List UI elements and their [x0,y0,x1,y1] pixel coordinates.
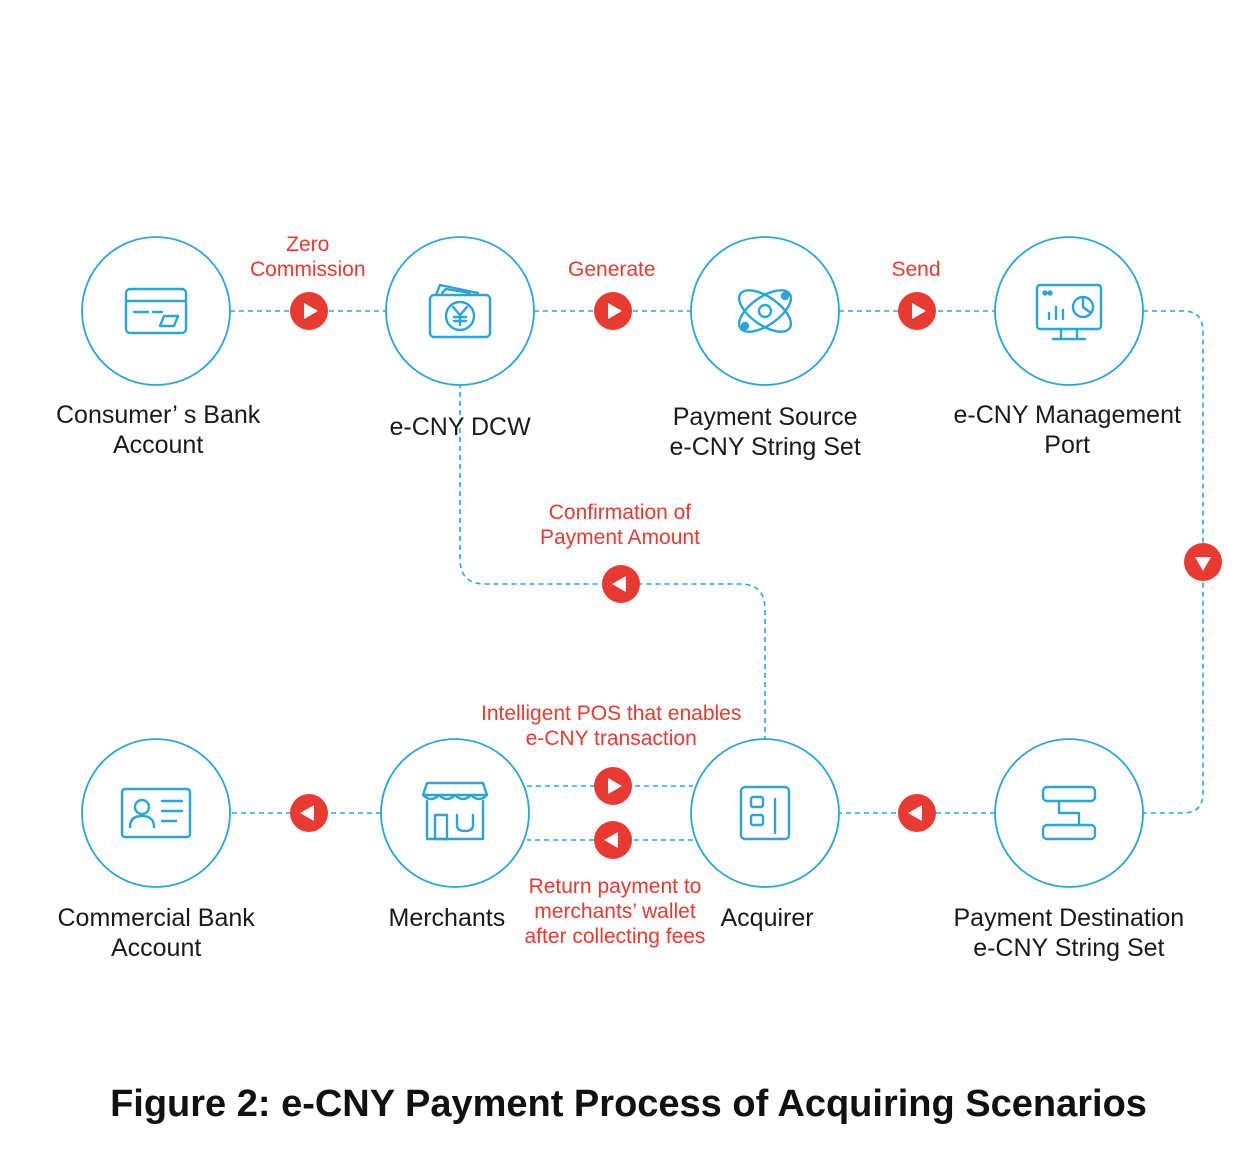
connector-management-to-destination [1143,310,1204,814]
edge-label-generate-line-1: Generate [568,258,656,281]
node-label-ecny-management-port-line-1: e-CNY Management [953,401,1181,429]
node-label-commercial-bank-account-line-1: Commercial Bank [57,904,255,932]
flow-block-icon [1041,785,1097,841]
node-label-payment-source-string-set-line-1: Payment Source [672,403,858,431]
figure-caption: Figure 2: e-CNY Payment Process of Acqui… [110,1083,1147,1125]
edge-label-send: Send [892,257,941,282]
arrow-right-icon [594,292,632,330]
edge-label-zero-commission-line-1: Zero [286,233,330,256]
arrow-down-icon [1184,543,1222,581]
node-label-consumer-bank-account-line-1: Consumer’ s Bank [56,401,261,429]
node-label-merchants: Merchants [389,903,506,933]
node-label-ecny-dcw: e-CNY DCW [390,412,531,442]
arrow-right-icon [898,292,936,330]
edge-label-return-payment-line-1: Return payment to [528,875,702,898]
node-label-ecny-dcw-line-1: e-CNY DCW [389,413,531,441]
node-label-acquirer: Acquirer [721,903,814,933]
node-ecny-dcw [385,236,535,386]
edge-label-return-payment-line-2: merchants’ wallet [534,900,696,923]
building-icon [739,785,791,841]
edge-label-generate: Generate [568,257,656,282]
arrows-layer [290,292,1222,859]
node-payment-source-string-set [690,236,840,386]
bank-card-icon [124,287,188,335]
edge-label-zero-commission-line-2: Commission [250,258,366,281]
arrow-left-icon [898,794,936,832]
arrow-right-icon [594,767,632,805]
node-label-commercial-bank-account-line-2: Account [110,934,202,962]
node-acquirer [690,738,840,888]
node-label-merchants-line-1: Merchants [388,904,506,932]
node-commercial-bank-account [81,738,231,888]
orbit-icon [737,289,793,333]
node-label-payment-source-string-set-line-2: e-CNY String Set [669,433,861,461]
node-label-payment-destination-string-set-line-1: Payment Destination [953,904,1185,932]
node-merchants [380,738,530,888]
node-label-acquirer-line-1: Acquirer [720,904,814,932]
node-payment-destination-string-set [994,738,1144,888]
edge-label-send-line-1: Send [891,258,941,281]
arrow-right-icon [290,292,328,330]
node-label-payment-destination-string-set-line-2: e-CNY String Set [973,934,1165,962]
storefront-icon [421,781,489,841]
edge-label-intelligent-pos-line-1: Intelligent POS that enables [481,702,742,725]
arrow-left-icon [602,565,640,603]
node-ecny-management-port [994,236,1144,386]
id-card-icon [120,787,192,839]
arrow-left-icon [290,794,328,832]
monitor-chart-icon [1035,283,1103,341]
edge-label-confirmation-line-1: Confirmation of [548,501,692,524]
edge-label-intelligent-pos-line-2: e-CNY transaction [525,727,697,750]
edge-label-return-payment-line-3: after collecting fees [524,925,706,948]
arrow-left-icon [594,821,632,859]
node-label-ecny-management-port-line-2: Port [1044,431,1091,459]
node-label-consumer-bank-account-line-2: Account [112,431,204,459]
edge-label-confirmation-line-2: Payment Amount [540,526,700,549]
nodes-layer [81,236,1144,888]
yuan-wallet-icon [428,283,492,339]
node-consumer-bank-account [81,236,231,386]
